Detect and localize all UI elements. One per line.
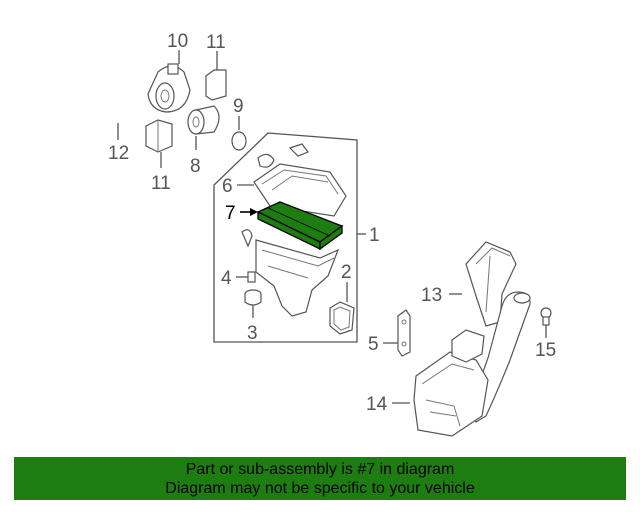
part-12-hose[interactable] (94, 97, 147, 118)
banner-line-2: Diagram may not be specific to your vehi… (165, 479, 475, 497)
assembly-frame (213, 132, 358, 343)
lower-housing[interactable] (241, 229, 340, 317)
callout-15[interactable]: 15 (535, 340, 556, 361)
callout-7[interactable]: 7 (225, 203, 236, 224)
part-5-bracket[interactable] (397, 309, 411, 357)
callout-9[interactable]: 9 (233, 96, 244, 117)
part-15-bolt[interactable] (540, 307, 552, 326)
info-banner: Part or sub-assembly is #7 in diagram Di… (14, 457, 626, 500)
callout-11-bottom[interactable]: 11 (151, 173, 171, 194)
part-11-bracket[interactable] (145, 119, 173, 153)
parts-diagram: 10 11 12 11 8 9 6 (94, 31, 556, 437)
callout-11-top[interactable]: 11 (206, 32, 226, 53)
callout-3[interactable]: 3 (247, 323, 258, 344)
part-7-air-filter[interactable] (256, 201, 344, 251)
part-11-connector-top[interactable] (205, 69, 227, 101)
part-8-sensor[interactable] (187, 105, 220, 135)
callout-2[interactable]: 2 (341, 262, 352, 283)
callout-14[interactable]: 14 (366, 394, 388, 415)
part-10-sensor[interactable] (147, 63, 191, 113)
part-2-gasket[interactable] (329, 301, 355, 335)
callout-13[interactable]: 13 (421, 285, 442, 306)
callout-12[interactable]: 12 (108, 143, 129, 164)
part-14-resonator[interactable] (413, 291, 531, 437)
callout-1[interactable]: 1 (369, 225, 380, 246)
callout-8[interactable]: 8 (190, 156, 201, 177)
part-4-grommet[interactable] (247, 271, 256, 283)
part-6-upper-cover[interactable] (253, 143, 347, 217)
part-9-o-ring[interactable] (231, 131, 247, 151)
callout-5[interactable]: 5 (368, 334, 379, 355)
part-3-mount[interactable] (244, 289, 262, 306)
callout-4[interactable]: 4 (221, 268, 232, 289)
banner-line-1: Part or sub-assembly is #7 in diagram (185, 460, 455, 478)
part-13-air-duct[interactable] (465, 241, 517, 327)
callout-6[interactable]: 6 (222, 176, 233, 197)
callout-10[interactable]: 10 (167, 31, 188, 52)
